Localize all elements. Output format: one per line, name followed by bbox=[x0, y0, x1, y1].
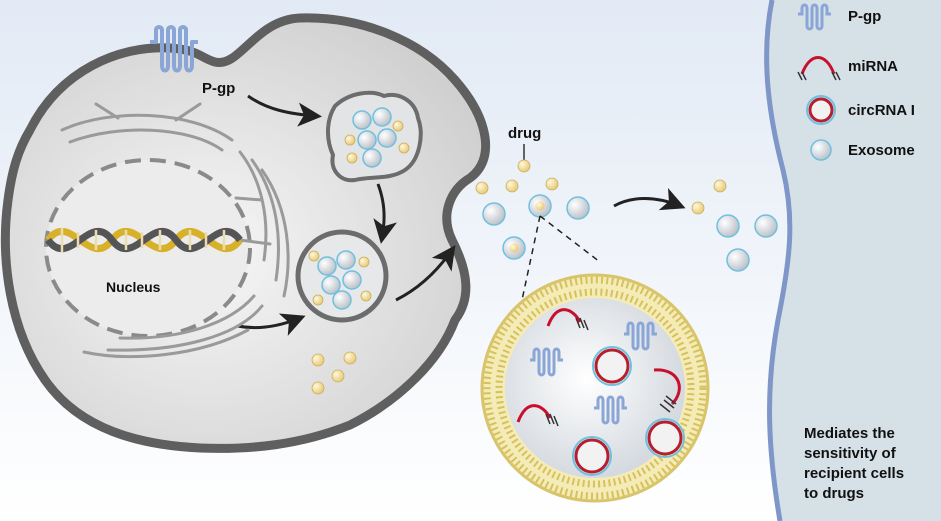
legend-label: miRNA bbox=[848, 58, 898, 75]
extracellular-drugs bbox=[475, 159, 727, 215]
extracellular-exosomes bbox=[482, 194, 778, 272]
arrow-golgi-to-mvb bbox=[237, 313, 306, 336]
recipient-note-line: recipient cells bbox=[804, 465, 904, 482]
arrow-pgp-to-vesicle bbox=[247, 94, 322, 127]
legend-item-circrna: circRNA I bbox=[806, 95, 915, 125]
arrow-to-recipient bbox=[613, 188, 686, 211]
arrow-endosome-to-mvb bbox=[373, 183, 398, 244]
drug-label: drug bbox=[508, 125, 541, 142]
legend: P-gp miRNA circRNA I Exosome bbox=[797, 3, 915, 161]
recipient-note-line: Mediates the bbox=[804, 425, 895, 442]
arrow-mvb-to-secretion bbox=[395, 245, 456, 302]
circrna-icon bbox=[808, 97, 834, 123]
early-endosome-contents bbox=[344, 107, 410, 168]
nucleus-label: Nucleus bbox=[106, 279, 161, 295]
zoom-line-left bbox=[521, 215, 541, 301]
endoplasmic-reticulum bbox=[60, 102, 290, 359]
recipient-note-line: to drugs bbox=[804, 485, 864, 502]
pgp-membrane-icon bbox=[150, 25, 198, 73]
nucleus: Nucleus bbox=[44, 102, 290, 359]
recipient-note-line: sensitivity of bbox=[804, 445, 897, 462]
pgp-icon bbox=[798, 3, 831, 31]
multivesicular-body bbox=[295, 229, 389, 323]
legend-label: circRNA I bbox=[848, 102, 915, 119]
zoom-line-right bbox=[539, 215, 601, 263]
mirna-icon bbox=[800, 56, 836, 75]
legend-item-exosome: Exosome bbox=[810, 139, 915, 161]
recipient-cell bbox=[766, 0, 941, 521]
circrna-icon-group bbox=[572, 346, 685, 476]
enlarged-exosome bbox=[480, 273, 710, 503]
recipient-note: Mediates the sensitivity of recipient ce… bbox=[804, 425, 904, 502]
pgp-cargo-icons bbox=[530, 321, 657, 425]
exosome-icon bbox=[810, 139, 832, 161]
legend-label: Exosome bbox=[848, 142, 915, 159]
legend-label: P-gp bbox=[848, 8, 881, 25]
legend-item-mirna: miRNA bbox=[797, 56, 898, 81]
dna-helix bbox=[45, 228, 243, 252]
legend-item-pgp: P-gp bbox=[798, 3, 881, 31]
recipient-cell-membrane bbox=[764, 0, 793, 521]
pgp-label: P-gp bbox=[202, 80, 235, 97]
mirna-cargo-icons bbox=[516, 308, 681, 427]
intracellular-drugs bbox=[311, 351, 357, 395]
